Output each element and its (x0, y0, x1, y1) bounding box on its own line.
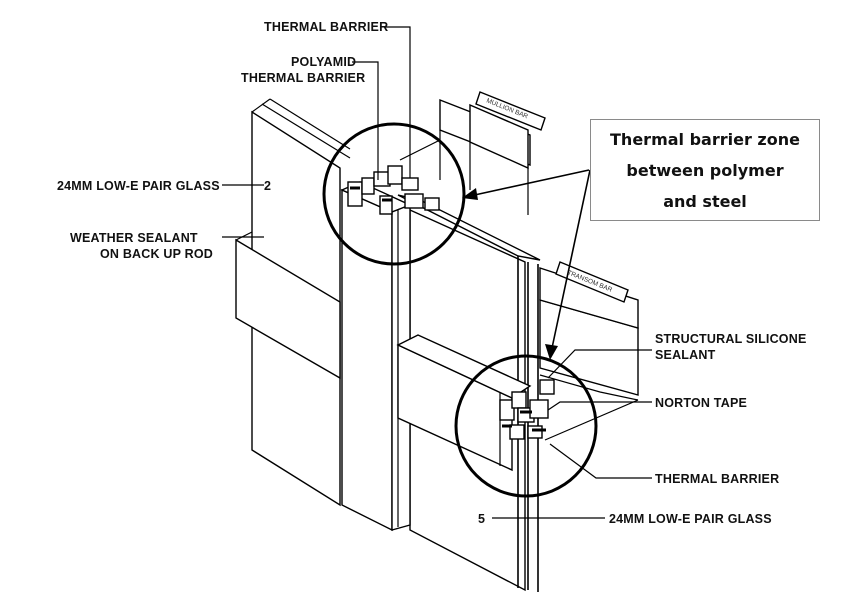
label-glass-left: 24MM LOW-E PAIR GLASS (57, 179, 220, 193)
detail-circle-bottom (454, 354, 598, 498)
callout-arrows (462, 169, 591, 360)
mullion-bar: MULLION BAR (439, 91, 546, 215)
label-thermal-barrier-top: THERMAL BARRIER (264, 20, 388, 34)
label-thermal-barrier-bottom: THERMAL BARRIER (655, 472, 779, 486)
weather-sealant-band (235, 231, 341, 380)
thermal-barrier-callout: Thermal barrier zone between polymer and… (590, 119, 820, 221)
detail-circle-top (322, 122, 466, 266)
glass-mark-left: 2 (264, 179, 271, 193)
label-polyamid-line1: POLYAMID (291, 55, 356, 69)
label-glass-bottom: 24MM LOW-E PAIR GLASS (609, 512, 772, 526)
callout-line-1: Thermal barrier zone (610, 129, 800, 149)
label-structural-line2: SEALANT (655, 348, 716, 362)
label-structural-line1: STRUCTURAL SILICONE (655, 332, 807, 346)
label-norton-tape: NORTON TAPE (655, 396, 747, 410)
callout-line-3: and steel (663, 191, 747, 211)
label-polyamid-line2: THERMAL BARRIER (241, 71, 365, 85)
label-sealant-line2: ON BACK UP ROD (100, 247, 213, 261)
leader-lines (222, 26, 652, 519)
callout-line-2: between polymer (626, 160, 784, 180)
transom-joint-detail (499, 379, 555, 440)
mullion-joint-detail (347, 139, 441, 215)
mullion-cover (340, 181, 412, 532)
glass-mark-bottom: 5 (478, 512, 485, 526)
label-sealant-line1: WEATHER SEALANT (70, 231, 198, 245)
